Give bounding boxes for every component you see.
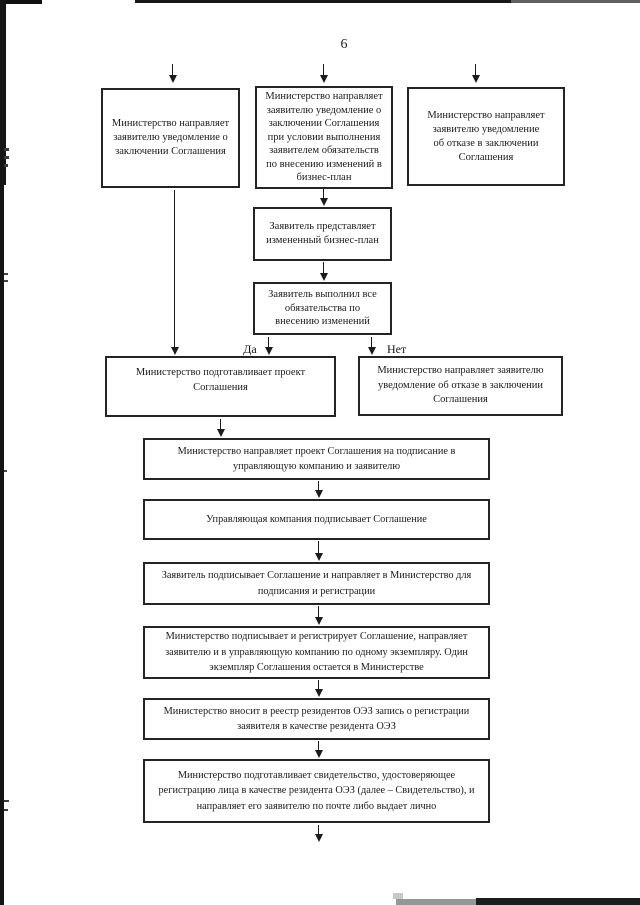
scan-artifact-tick [4,809,8,811]
arrow-ministry-signs-to-registry-entry [314,680,323,697]
node-fulfilled-obligations: Заявитель выполнил все обязательства по … [253,282,392,335]
node-certificate: Министерство подготавливает свидетельств… [143,759,490,823]
arrow-conditional-to-submit-plan [319,189,328,206]
scan-artifact-bottom-bar-gray [396,899,476,905]
arrow-down-into-notify-conditional [319,64,328,83]
node-applicant-signs: Заявитель подписывает Соглашение и напра… [143,562,490,605]
node-text-certificate: Министерство подготавливает свидетельств… [158,769,475,812]
scan-artifact-tick [4,800,9,802]
node-text-notify-refusal-top: Министерство направляет заявителю уведом… [427,109,545,163]
arrow-continue-next-page [314,825,323,842]
node-text-notify-refusal-branch: Министерство направляет заявителю уведом… [377,365,544,406]
scan-artifact-left-bar [0,0,4,905]
scan-artifact-tick [4,280,8,282]
scan-artifact-tick [4,470,7,472]
node-prepare-draft: Министерство подготавливает проект Согла… [105,356,336,417]
branch-label-yes: Да [243,342,257,356]
node-text-submit-plan: Заявитель представляет измененный бизнес… [266,221,379,246]
node-text-notify-conclusion: Министерство направляет заявителю уведом… [111,118,230,157]
scan-artifact-tick [4,273,8,275]
scan-artifact-left-bar-top [0,0,6,185]
scan-artifact-bottom-bar-dark [476,898,640,905]
node-company-signs: Управляющая компания подписывает Соглаше… [143,499,490,540]
node-notify-refusal-top: Министерство направляет заявителю уведом… [407,87,565,186]
arrow-notify-conclusion-to-prepare-draft [170,190,179,355]
scan-artifact-tick [4,164,8,167]
node-text-registry-entry: Министерство вносит в реестр резидентов … [163,705,470,733]
arrow-branch-yes [264,337,273,355]
arrow-prepare-draft-to-send-draft [216,419,225,437]
node-notify-refusal-branch: Министерство направляет заявителю уведом… [358,356,563,416]
page-number: 6 [340,37,348,52]
arrow-down-into-notify-refusal [471,64,480,83]
scan-artifact-bottom-notch [393,893,403,899]
node-submit-plan: Заявитель представляет измененный бизнес… [253,207,392,261]
node-text-fulfilled-obligations: Заявитель выполнил все обязательства по … [268,289,377,328]
node-text-company-signs: Управляющая компания подписывает Соглаше… [206,513,427,525]
arrow-registry-entry-to-certificate [314,741,323,758]
branch-label-no: Нет [387,342,407,356]
scan-artifact-tick [4,156,9,159]
scan-artifact-top-bar-left [0,0,42,4]
arrow-applicant-signs-to-ministry-signs [314,606,323,625]
node-text-notify-conditional: Министерство направляет заявителю уведом… [265,91,383,184]
node-notify-conditional: Министерство направляет заявителю уведом… [255,86,393,189]
node-ministry-signs: Министерство подписывает и регистрирует … [143,626,490,679]
arrow-down-into-notify-conclusion [168,64,177,83]
arrow-branch-no [367,337,376,355]
node-text-ministry-signs: Министерство подписывает и регистрирует … [165,631,468,674]
scan-artifact-top-bar-mid [135,0,511,3]
arrow-company-signs-to-applicant-signs [314,541,323,561]
node-notify-conclusion: Министерство направляет заявителю уведом… [101,88,240,188]
node-text-applicant-signs: Заявитель подписывает Соглашение и напра… [161,570,472,597]
node-text-prepare-draft: Министерство подготавливает проект Согла… [135,367,306,393]
node-send-draft: Министерство направляет проект Соглашени… [143,438,490,480]
arrow-send-draft-to-company-signs [314,481,323,498]
scan-artifact-top-bar-right [511,0,640,3]
arrow-submit-plan-to-fulfilled [319,262,328,281]
node-registry-entry: Министерство вносит в реестр резидентов … [143,698,490,740]
node-text-send-draft: Министерство направляет проект Соглашени… [177,445,456,473]
scan-artifact-tick [4,148,9,151]
